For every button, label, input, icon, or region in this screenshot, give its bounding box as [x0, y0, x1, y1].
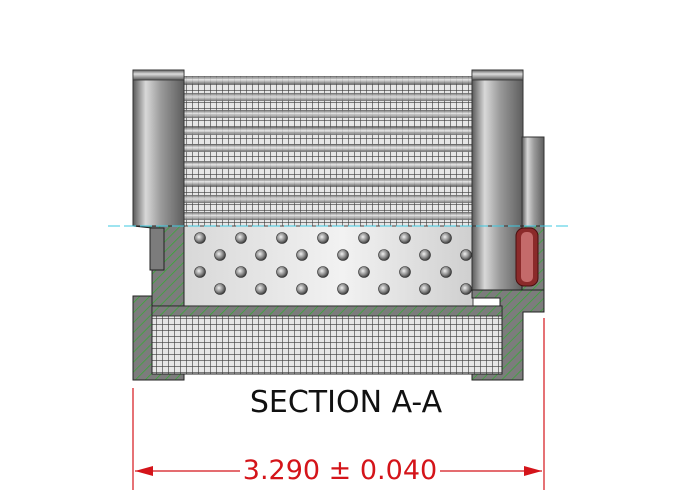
- pleat-band: [183, 195, 473, 203]
- perforation-hole: [378, 283, 390, 295]
- perforation-hole: [255, 249, 267, 261]
- dimension-value: 3.290 ± 0.040: [240, 455, 440, 486]
- perforation-hole: [296, 249, 308, 261]
- perforation-hole: [419, 249, 431, 261]
- pleat-band: [183, 144, 473, 152]
- perforation-hole: [194, 266, 206, 278]
- pleat-band: [183, 212, 473, 220]
- perforation-hole: [460, 283, 472, 295]
- pleat-band: [183, 110, 473, 118]
- perforation-hole: [276, 232, 288, 244]
- right-end-cap: [471, 69, 545, 227]
- perforated-core: [182, 225, 474, 307]
- perforation-hole: [255, 283, 267, 295]
- dimension-arrow-right: [524, 466, 542, 476]
- perforation-hole: [378, 249, 390, 261]
- left-end-cap: [132, 69, 185, 227]
- pleat-band: [183, 127, 473, 135]
- perforation-hole: [214, 249, 226, 261]
- perforation-hole: [358, 266, 370, 278]
- pleat-band: [183, 178, 473, 186]
- perforation-hole: [317, 266, 329, 278]
- perforation-hole: [317, 232, 329, 244]
- pleat-band: [183, 76, 473, 84]
- pleat-band: [183, 161, 473, 169]
- perforation-hole: [276, 266, 288, 278]
- perforation-hole: [296, 283, 308, 295]
- perforation-hole: [460, 249, 472, 261]
- perforation-hole: [235, 266, 247, 278]
- perforation-hole: [399, 232, 411, 244]
- lower-media-section: [151, 305, 503, 375]
- perforation-hole: [337, 283, 349, 295]
- dimension-arrow-left: [135, 466, 153, 476]
- pleat-band: [183, 93, 473, 101]
- perforation-hole: [358, 232, 370, 244]
- section-label: SECTION A-A: [249, 385, 443, 420]
- perforation-hole: [440, 266, 452, 278]
- perforation-hole: [214, 283, 226, 295]
- perforation-hole: [440, 232, 452, 244]
- perforation-hole: [399, 266, 411, 278]
- perforation-hole: [337, 249, 349, 261]
- pleated-media: [183, 76, 473, 226]
- perforation-hole: [235, 232, 247, 244]
- perforation-hole: [194, 232, 206, 244]
- perforation-hole: [419, 283, 431, 295]
